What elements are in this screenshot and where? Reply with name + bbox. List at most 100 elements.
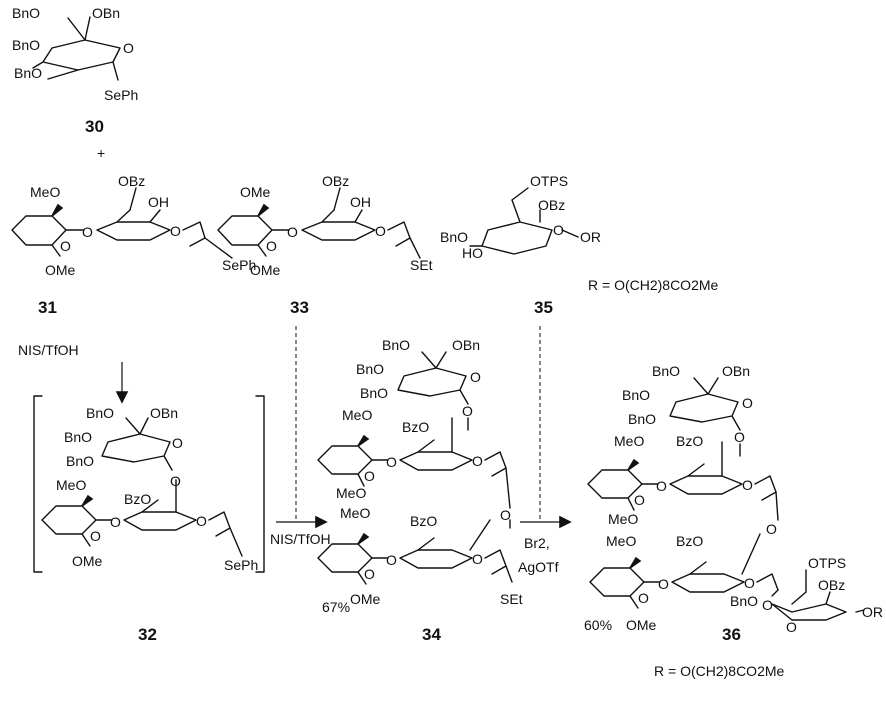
c35-number: 35 bbox=[534, 298, 553, 317]
c36-meo2-label: MeO bbox=[606, 533, 636, 549]
c36-meo-mid-label: MeO bbox=[608, 511, 638, 527]
c36-o2-label: O bbox=[742, 477, 753, 493]
c36-bzo2-label: BzO bbox=[676, 533, 703, 549]
c35-ho-label: HO bbox=[462, 245, 483, 261]
c36-number: 36 bbox=[722, 625, 741, 644]
c30-bno4-label: BnO bbox=[12, 37, 40, 53]
compound-34: BnO OBn BnO BnO O O MeO BzO O O O MeO O … bbox=[317, 337, 523, 644]
step1-reagent: NIS/TfOH bbox=[18, 342, 79, 358]
c36-otps-label: OTPS bbox=[808, 555, 846, 571]
arrow-step2: NIS/TfOH bbox=[270, 326, 331, 547]
c33-o3-label: O bbox=[266, 238, 277, 254]
plus-sign: + bbox=[97, 145, 105, 161]
c34-link-o2-label: O bbox=[500, 507, 511, 523]
c36-link-o1-label: O bbox=[734, 429, 745, 445]
c36-bzo1-label: BzO bbox=[676, 433, 703, 449]
compound-30: BnO OBn BnO BnO O SePh 30 bbox=[12, 5, 138, 136]
c32-ome-label: OMe bbox=[72, 553, 103, 569]
c34-number: 34 bbox=[422, 625, 441, 644]
c31-obz-label: OBz bbox=[118, 173, 145, 189]
c34-set-label: SEt bbox=[500, 591, 523, 607]
compound-35: OTPS OBz BnO HO O OR R = O(CH2)8CO2Me 35 bbox=[440, 173, 719, 317]
c30-number: 30 bbox=[85, 117, 104, 136]
c33-number: 33 bbox=[290, 298, 309, 317]
c34-bzo1-label: BzO bbox=[402, 419, 429, 435]
c32-ring-o-top-label: O bbox=[172, 435, 183, 451]
c36-obz-label: OBz bbox=[818, 577, 845, 593]
arrow-step3: Br2, AgOTf bbox=[518, 326, 572, 575]
step3-reagent-line2: AgOTf bbox=[518, 559, 559, 575]
c36-r-definition: R = O(CH2)8CO2Me bbox=[654, 663, 785, 679]
compound-31: MeO OBz OH O O O OMe SePh 31 bbox=[11, 173, 256, 317]
compound-32: BnO OBn BnO BnO O O MeO BzO O O O OMe Se… bbox=[33, 395, 265, 644]
c36-o7-label: O bbox=[762, 597, 773, 613]
c34-bno6-label: BnO bbox=[382, 337, 410, 353]
c35-r-definition: R = O(CH2)8CO2Me bbox=[588, 277, 719, 293]
c31-meo-label: MeO bbox=[30, 184, 60, 200]
c36-link-o2-label: O bbox=[766, 521, 777, 537]
c36-yield: 60% bbox=[584, 617, 612, 633]
c34-meo-mid-label: MeO bbox=[336, 485, 366, 501]
c34-meo1-label: MeO bbox=[342, 407, 372, 423]
c36-bno6-label: BnO bbox=[652, 363, 680, 379]
step2-reagent: NIS/TfOH bbox=[270, 531, 331, 547]
c32-bzo-label: BzO bbox=[124, 491, 151, 507]
c35-obz-label: OBz bbox=[538, 197, 565, 213]
c33-set-label: SEt bbox=[410, 257, 433, 273]
c36-obn-label: OBn bbox=[722, 363, 750, 379]
c36-ring-o-top-label: O bbox=[742, 395, 753, 411]
c34-meo2-label: MeO bbox=[340, 505, 370, 521]
step3-reagent-line1: Br2, bbox=[524, 535, 550, 551]
c30-seph-label: SePh bbox=[104, 87, 138, 103]
c34-o3-label: O bbox=[364, 468, 375, 484]
c30-bno6-label: BnO bbox=[12, 5, 40, 21]
c34-obn-label: OBn bbox=[452, 337, 480, 353]
c36-bno3-label: BnO bbox=[628, 411, 656, 427]
c33-ome-top-label: OMe bbox=[240, 184, 271, 200]
c32-bno4-label: BnO bbox=[64, 429, 92, 445]
c31-o2-label: O bbox=[170, 223, 181, 239]
c32-number: 32 bbox=[138, 625, 157, 644]
c35-ring-o-label: O bbox=[553, 222, 564, 238]
c30-obn-label: OBn bbox=[92, 5, 120, 21]
c34-o4-label: O bbox=[386, 552, 397, 568]
c34-bno3-label: BnO bbox=[360, 385, 388, 401]
c35-or-label: OR bbox=[580, 229, 601, 245]
c36-o6-label: O bbox=[638, 590, 649, 606]
c36-o1-label: O bbox=[656, 478, 667, 494]
c32-bno6-label: BnO bbox=[86, 405, 114, 421]
c32-obn-label: OBn bbox=[150, 405, 178, 421]
c32-link-o-label: O bbox=[170, 473, 181, 489]
c36-bno-label: BnO bbox=[730, 593, 758, 609]
c32-o2-label: O bbox=[196, 513, 207, 529]
c32-o3-label: O bbox=[90, 528, 101, 544]
c36-or-label: OR bbox=[862, 604, 883, 620]
c33-o1-label: O bbox=[287, 224, 298, 240]
compound-33: OMe OBz OH O O O OMe SEt 33 bbox=[217, 173, 433, 317]
c31-oh-label: OH bbox=[148, 194, 169, 210]
c33-oh-label: OH bbox=[350, 194, 371, 210]
c34-yield: 67% bbox=[322, 599, 350, 615]
c36-ome-label: OMe bbox=[626, 617, 657, 633]
c32-seph-label: SePh bbox=[224, 557, 258, 573]
c31-o3-label: O bbox=[60, 238, 71, 254]
c31-number: 31 bbox=[38, 298, 57, 317]
c32-bno3-label: BnO bbox=[66, 453, 94, 469]
c31-o1-label: O bbox=[82, 224, 93, 240]
c32-meo-label: MeO bbox=[56, 477, 86, 493]
c36-o3-label: O bbox=[634, 492, 645, 508]
c33-o2-label: O bbox=[375, 223, 386, 239]
arrow-step1: NIS/TfOH bbox=[18, 342, 129, 404]
compound-36: BnO OBn BnO BnO O O MeO BzO O O O MeO O … bbox=[584, 363, 883, 679]
c34-bno4-label: BnO bbox=[356, 361, 384, 377]
c32-o1-label: O bbox=[110, 514, 121, 530]
c34-ome-label: OMe bbox=[350, 591, 381, 607]
c35-bno-label: BnO bbox=[440, 229, 468, 245]
c30-ring-o-label: O bbox=[123, 40, 134, 56]
c33-obz-label: OBz bbox=[322, 173, 349, 189]
c36-bno4-label: BnO bbox=[622, 387, 650, 403]
c33-ome-label: OMe bbox=[250, 262, 281, 278]
c34-o6-label: O bbox=[364, 566, 375, 582]
c36-meo1-label: MeO bbox=[614, 433, 644, 449]
